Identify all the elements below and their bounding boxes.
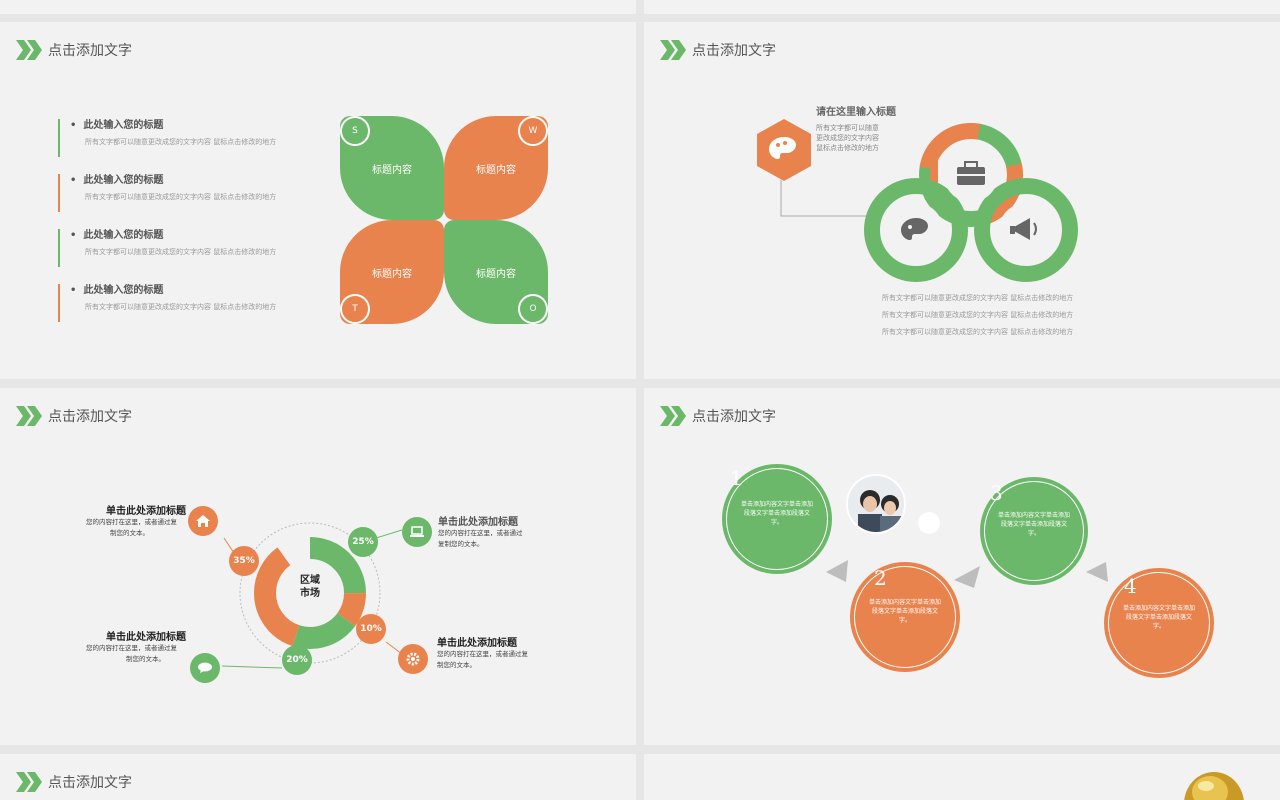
callout-block: 单击此处添加标题 您的内容打在这里，或者通过复制您的文本。 <box>86 632 186 663</box>
step-bubble: 1 单击添加内容文字单击添加段落文字单击添加段落文字。 <box>722 464 832 574</box>
step-number: 2 <box>874 566 887 590</box>
slide-title-text: 点击添加文字 <box>48 775 132 791</box>
callout-block: 单击此处添加标题 您的内容打在这里，或者通过复制您的文本。 <box>86 506 186 537</box>
hexagon-palette-icon <box>757 119 811 181</box>
leaf-label: 标题内容 <box>372 164 412 176</box>
step-text: 单击添加内容文字单击添加段落文字单击添加段落文字。 <box>740 501 813 526</box>
slide-thumbnail-partial-top-right[interactable] <box>644 0 1280 14</box>
list-item: • 此处输入您的标题 所有文字都可以随意更改成您的文字内容 鼠标点击修改的地方 <box>58 174 298 212</box>
slide-title: 点击添加文字 <box>660 405 776 427</box>
slide-title-text: 点击添加文字 <box>692 409 776 425</box>
leaf-label: 标题内容 <box>372 268 412 280</box>
item-title: 此处输入您的标题 <box>83 230 164 241</box>
step-number: 1 <box>730 466 743 490</box>
donut-center-label: 区域市场 <box>300 575 320 599</box>
step-bubble: 3 单击添加内容文字单击添加段落文字单击添加段落文字。 <box>980 477 1088 585</box>
slide-title-text: 点击添加文字 <box>48 409 132 425</box>
step-bubble: 2 单击添加内容文字单击添加段落文字单击添加段落文字。 <box>850 562 960 672</box>
slide-thumbnail-market[interactable]: 点击添加文字 区域市场 35% 25% 10% 20% <box>0 388 636 745</box>
venn-desc: 所有文字都可以随意更改成您的文字内容鼠标点击修改的地方 <box>816 124 879 152</box>
percent-badge: 10% <box>356 614 386 644</box>
percent-badge: 35% <box>229 546 259 576</box>
people-photo <box>846 474 906 534</box>
slide-title-text: 点击添加文字 <box>692 43 776 59</box>
item-desc: 所有文字都可以随意更改成您的文字内容 鼠标点击修改的地方 <box>85 303 277 311</box>
item-desc: 所有文字都可以随意更改成您的文字内容 鼠标点击修改的地方 <box>85 248 277 256</box>
venn-diagram <box>864 123 1078 282</box>
slide-title: 点击添加文字 <box>16 39 132 61</box>
step-number: 4 <box>1124 574 1137 598</box>
slide-thumbnail-swot[interactable]: 点击添加文字 • 此处输入您的标题 所有文字都可以随意更改成您的文字内容 鼠标点… <box>0 22 636 379</box>
slide-thumbnail-venn[interactable]: 点击添加文字 请在这里输入标题 所有文字都可以随意更改成您的文字内容鼠标点击修改… <box>644 22 1280 379</box>
percent-badge: 25% <box>348 527 378 557</box>
arrow-triangle <box>826 560 848 582</box>
double-chevron-icon <box>16 772 42 792</box>
list-item: • 此处输入您的标题 所有文字都可以随意更改成您的文字内容 鼠标点击修改的地方 <box>58 284 298 322</box>
slide-thumbnail-partial[interactable] <box>644 754 1280 800</box>
list-item: • 此处输入您的标题 所有文字都可以随意更改成您的文字内容 鼠标点击修改的地方 <box>58 229 298 267</box>
slide-title: 点击添加文字 <box>660 39 776 61</box>
list-item: • 此处输入您的标题 所有文字都可以随意更改成您的文字内容 鼠标点击修改的地方 <box>58 119 298 157</box>
arrow-triangle <box>1086 562 1108 582</box>
gold-object-image <box>1184 772 1244 800</box>
step-number: 3 <box>990 481 1003 505</box>
leaf-label: 标题内容 <box>476 164 516 176</box>
item-title: 此处输入您的标题 <box>83 120 164 131</box>
arrow-triangle <box>954 566 980 588</box>
double-chevron-icon <box>660 40 686 60</box>
callout-block: 单击此处添加标题 您的内容打在这里，或者通过复制您的文本。 <box>437 638 528 669</box>
step-text: 单击添加内容文字单击添加段落文字单击添加段落文字。 <box>868 599 941 624</box>
swot-badge-w: W <box>518 116 548 146</box>
slide-title: 点击添加文字 <box>16 771 132 793</box>
palette-icon <box>901 218 928 240</box>
double-chevron-icon <box>660 406 686 426</box>
percent-badge: 20% <box>282 645 312 675</box>
step-text: 单击添加内容文字单击添加段落文字单击添加段落文字。 <box>1122 605 1195 630</box>
chat-icon <box>190 653 220 683</box>
connector-line <box>780 180 869 217</box>
slide-title: 点击添加文字 <box>16 405 132 427</box>
venn-lines: 所有文字都可以随意更改成您的文字内容 鼠标点击修改的地方所有文字都可以随意更改成… <box>882 294 1074 336</box>
item-title: 此处输入您的标题 <box>83 285 164 296</box>
home-icon <box>188 506 218 536</box>
swot-badge-s: S <box>340 116 370 146</box>
briefcase-icon <box>957 161 985 185</box>
swot-badge-o: O <box>518 294 548 324</box>
item-desc: 所有文字都可以随意更改成您的文字内容 鼠标点击修改的地方 <box>85 138 277 146</box>
megaphone-icon <box>1010 218 1037 240</box>
double-chevron-icon <box>16 406 42 426</box>
gear-icon <box>398 644 428 674</box>
slide-thumbnail-steps[interactable]: 点击添加文字 1 单击添加内容文字单击添加段落文字单击添加段落文字。 2 单击添… <box>644 388 1280 745</box>
slide-thumbnail-partial[interactable]: 点击添加文字 <box>0 754 636 800</box>
step-text: 单击添加内容文字单击添加段落文字单击添加段落文字。 <box>998 512 1071 537</box>
callout-block: 单击此处添加标题 您的内容打在这里，或者通过复制您的文本。 <box>438 517 523 548</box>
leaf-label: 标题内容 <box>476 268 516 280</box>
item-desc: 所有文字都可以随意更改成您的文字内容 鼠标点击修改的地方 <box>85 193 277 201</box>
item-title: 此处输入您的标题 <box>83 175 164 186</box>
swot-leaf-t: 标题内容 <box>340 220 444 324</box>
decorative-dot <box>918 512 940 534</box>
swot-badge-t: T <box>340 294 370 324</box>
laptop-icon <box>402 517 432 547</box>
slide-thumbnail-partial-top-left[interactable] <box>0 0 636 14</box>
step-bubble: 4 单击添加内容文字单击添加段落文字单击添加段落文字。 <box>1104 568 1214 678</box>
slide-title-text: 点击添加文字 <box>48 43 132 59</box>
venn-heading: 请在这里输入标题 <box>816 107 896 118</box>
double-chevron-icon <box>16 40 42 60</box>
